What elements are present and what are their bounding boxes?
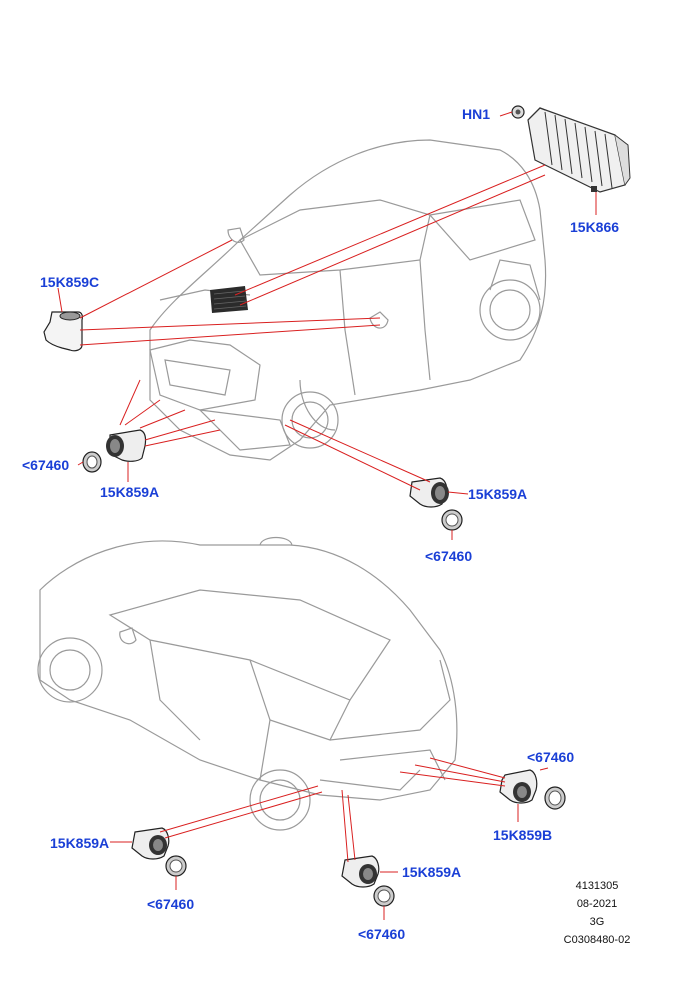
callout-rear-center-sensor[interactable]: 15K859A [402, 864, 462, 880]
sensor-front-left-15K859A[interactable] [106, 429, 147, 462]
rear-leader-lines [110, 757, 549, 920]
front-vehicle-outline [149, 139, 547, 461]
grommet-rear-right[interactable] [544, 786, 566, 810]
sensor-15K859C[interactable] [43, 311, 83, 352]
callout-front-left-grommet[interactable]: <67460 [22, 457, 70, 473]
sensor-rear-right-15K859B[interactable] [499, 769, 538, 804]
grommet-front-left[interactable] [82, 451, 102, 473]
callout-front-right-grommet[interactable]: <67460 [425, 548, 473, 564]
info-line-1: 4131305 [575, 880, 619, 892]
sensor-rear-center-15K859A[interactable] [341, 855, 380, 888]
rear-vehicle-outline [37, 536, 458, 831]
grommet-rear-center[interactable] [373, 885, 395, 907]
sensor-front-right-15K859A[interactable] [409, 477, 449, 508]
info-line-4: C0308480-02 [563, 934, 631, 946]
callout-15K866[interactable]: 15K866 [570, 219, 620, 235]
callout-rear-center-grommet[interactable]: <67460 [358, 926, 406, 942]
front-leader-lines [57, 111, 597, 540]
callout-rear-right-grommet[interactable]: <67460 [527, 749, 575, 765]
callout-15K859C[interactable]: 15K859C [40, 274, 100, 290]
callout-front-right-sensor[interactable]: 15K859A [468, 486, 528, 502]
callout-rear-left-grommet[interactable]: <67460 [147, 896, 195, 912]
info-line-2: 08-2021 [576, 898, 618, 910]
sensor-rear-left-15K859A[interactable] [131, 827, 170, 860]
callout-rear-left-sensor[interactable]: 15K859A [50, 835, 110, 851]
callout-rear-right-sensor[interactable]: 15K859B [493, 827, 553, 843]
grommet-front-right[interactable] [441, 509, 463, 531]
callout-front-left-sensor[interactable]: 15K859A [100, 484, 160, 500]
hn1-nut[interactable] [511, 105, 525, 119]
windshield-camera-block [210, 286, 248, 313]
callout-hn1[interactable]: HN1 [462, 106, 491, 122]
grommet-rear-left[interactable] [165, 855, 187, 877]
control-module-15K866[interactable] [527, 107, 631, 193]
info-line-3: 3G [589, 916, 605, 928]
